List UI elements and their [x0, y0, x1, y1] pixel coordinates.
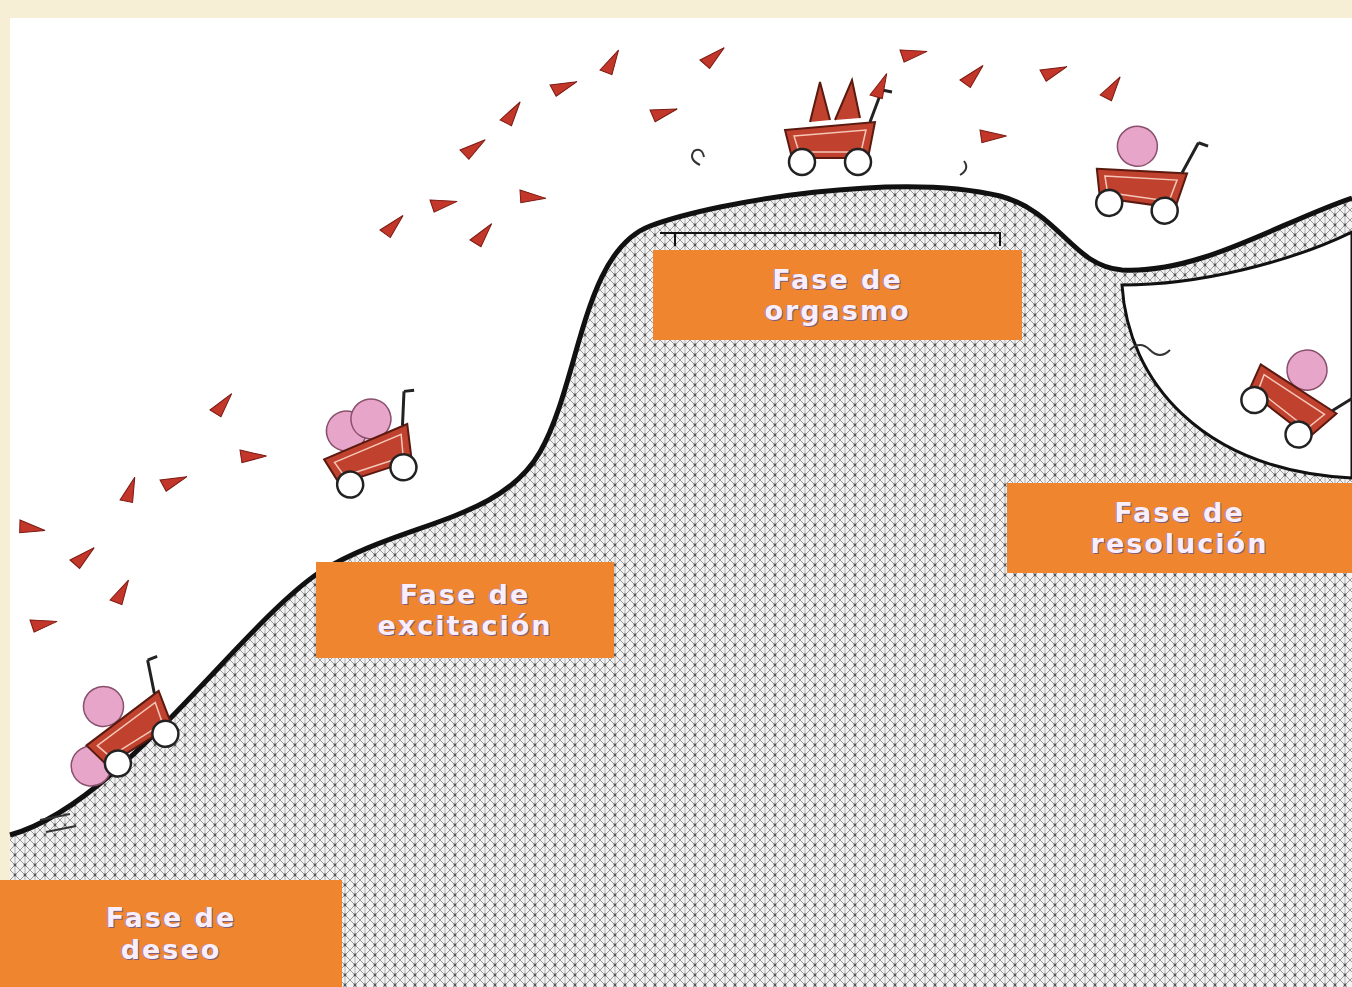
motion-marks: [40, 150, 1170, 832]
hatched-ground: [10, 187, 1352, 987]
phase-label: Fase de deseo: [71, 902, 271, 964]
cart-figure: [1091, 121, 1210, 228]
phase-box: Fase de deseo: [0, 880, 342, 987]
phase-box: Fase de orgasmo: [653, 250, 1022, 340]
phase-label: Fase de orgasmo: [718, 264, 958, 326]
confetti: [14, 42, 1128, 638]
cart-figure: [1233, 330, 1352, 466]
phase-label: Fase de excitación: [330, 579, 600, 641]
cart-figure: [311, 384, 440, 502]
phase-label: Fase de resolución: [1035, 497, 1325, 559]
phase-box: Fase de resolución: [1007, 483, 1352, 573]
white-ground: [10, 18, 1352, 987]
peak-rail: [660, 233, 1000, 246]
track-line: [10, 187, 1352, 835]
cart-figure: [40, 651, 201, 797]
phase-box: Fase de excitación: [316, 562, 614, 658]
